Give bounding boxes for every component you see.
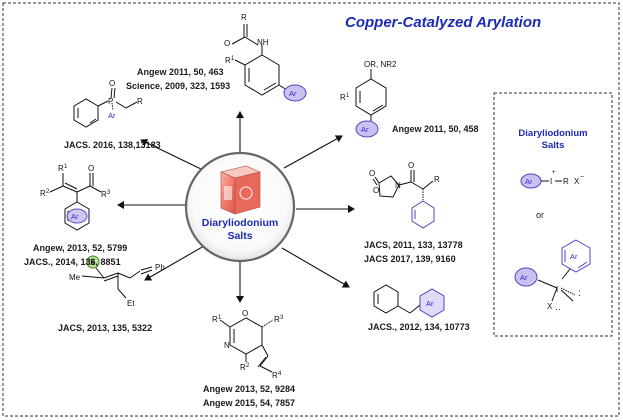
atom-x-lower-left: X bbox=[90, 258, 96, 267]
iodine-panel-2: I bbox=[556, 285, 558, 294]
atom-r-panel: R bbox=[563, 177, 569, 186]
aryl-badge-upper-right bbox=[355, 120, 379, 138]
lone-pair-2: ·· bbox=[555, 304, 561, 314]
ref-lower-left: JACS, 2013, 135, 5322 bbox=[58, 323, 153, 333]
arrows bbox=[117, 111, 355, 303]
side-panel-title-line2: Salts bbox=[541, 140, 565, 151]
ref-mid-right-2: JACS 2017, 139, 9160 bbox=[364, 254, 456, 264]
atom-et-lower-left: Et bbox=[127, 299, 135, 308]
atom-o-upper-left: O bbox=[109, 79, 115, 88]
aryl-badge-top bbox=[283, 84, 307, 102]
atom-p-upper-left: P bbox=[108, 97, 113, 106]
atom-o-mid-right-carbonyl: O bbox=[369, 169, 375, 178]
atom-r1-bottom: R bbox=[212, 315, 218, 324]
aryl-label-panel-2: Ar bbox=[520, 273, 528, 282]
ref-mid-left-1: Angew, 2013, 52, 5799 bbox=[33, 243, 128, 253]
plus-panel-1: + bbox=[552, 170, 556, 176]
arrow-lower-right bbox=[281, 247, 350, 288]
ref-lower-right: JACS., 2012, 134, 10773 bbox=[368, 322, 470, 332]
atom-o-top: O bbox=[224, 39, 230, 48]
arrow-lower-left bbox=[144, 245, 205, 281]
arrow-upper-left bbox=[140, 139, 204, 171]
atom-o-mid-left: O bbox=[88, 164, 94, 173]
atom-r-top: R bbox=[241, 13, 247, 22]
atom-o-bottom: O bbox=[242, 309, 248, 318]
structure-bottom bbox=[219, 317, 274, 373]
atom-r3-sup-mid-left: 3 bbox=[107, 190, 111, 196]
atom-r1-sup-top: 1 bbox=[231, 56, 235, 62]
substituent-or-nr2: OR, NR2 bbox=[364, 60, 397, 69]
structure-lower-left bbox=[81, 266, 153, 299]
aryl-label-mid-left: Ar bbox=[71, 212, 79, 221]
atom-r-mid-right: R bbox=[434, 175, 440, 184]
atom-r2-mid-left: R bbox=[40, 189, 46, 198]
atom-r3-sup-bottom: 3 bbox=[280, 315, 284, 321]
atom-r4-sup-bottom: 4 bbox=[278, 371, 282, 377]
structure-upper-right bbox=[355, 69, 387, 121]
atom-o-mid-right-acyl: O bbox=[408, 161, 414, 170]
atom-r2-bottom: R bbox=[240, 363, 246, 372]
aryl-label-upper-right: Ar bbox=[361, 125, 369, 134]
ref-bottom-1: Angew 2013, 52, 9284 bbox=[203, 384, 296, 394]
ref-upper-right: Angew 2011, 50, 458 bbox=[392, 124, 479, 134]
ref-upper-left: JACS. 2016, 138,13183 bbox=[64, 140, 161, 150]
atom-nh-top: NH bbox=[257, 38, 269, 47]
arrow-upper-right bbox=[283, 135, 343, 169]
ref-mid-left-2: JACS., 2014, 136, 8851 bbox=[24, 257, 121, 267]
aryl-label-top: Ar bbox=[289, 89, 297, 98]
atom-r1-upper-right: R bbox=[340, 93, 346, 102]
atom-x-panel-2: X bbox=[547, 302, 553, 311]
aryl-badge-panel-2 bbox=[514, 267, 538, 287]
side-panel-or: or bbox=[536, 210, 545, 220]
x-badge-lower-left bbox=[86, 255, 100, 269]
atom-r1-sup-bottom: 1 bbox=[218, 315, 222, 321]
aryl-label-upper-left: Ar bbox=[108, 111, 116, 120]
ref-mid-right-1: JACS, 2011, 133, 13778 bbox=[364, 240, 463, 250]
structure-upper-left bbox=[73, 87, 138, 128]
reagent-box-image bbox=[220, 165, 261, 215]
atom-r-upper-left: R bbox=[137, 97, 143, 106]
atom-r1-mid-left: R bbox=[58, 164, 64, 173]
iodine-panel-1: I bbox=[550, 177, 552, 186]
structure-mid-right bbox=[372, 170, 435, 229]
minus-panel: − bbox=[580, 174, 584, 181]
atom-ph-lower-left: Ph bbox=[155, 263, 165, 272]
atom-r4-bottom: R bbox=[272, 371, 278, 380]
atom-r1-sup-mid-left: 1 bbox=[64, 164, 68, 170]
figure-title: Copper-Catalyzed Arylation bbox=[345, 14, 542, 31]
ref-bottom-2: Angew 2015, 54, 7857 bbox=[203, 398, 296, 408]
atom-x-panel: X bbox=[574, 177, 580, 186]
atom-r2-sup-mid-left: 2 bbox=[46, 189, 50, 195]
aryl-ring-lower-right bbox=[419, 288, 445, 318]
ref-top-2: Science, 2009, 323, 1593 bbox=[126, 81, 231, 91]
atom-r3-mid-left: R bbox=[101, 190, 107, 199]
atom-r2-sup-bottom: 2 bbox=[246, 363, 250, 369]
atom-me-lower-left: Me bbox=[69, 273, 81, 282]
aryl-label-panel-3: Ar bbox=[570, 252, 578, 261]
atom-r1-sup-upper-right: 1 bbox=[346, 93, 350, 99]
atom-r1-top: R bbox=[225, 56, 231, 65]
side-panel-title-line1: Diaryliodonium bbox=[518, 128, 588, 139]
ref-top-1: Angew 2011, 50, 463 bbox=[137, 67, 224, 77]
aryl-label-lower-right: Ar bbox=[426, 299, 434, 308]
lone-pair-1: : bbox=[578, 288, 581, 299]
aryl-label-panel-1: Ar bbox=[525, 177, 533, 186]
side-panel-frame bbox=[493, 92, 613, 337]
aryl-badge-mid-left bbox=[66, 208, 88, 224]
hub-label-line2: Salts bbox=[227, 230, 253, 242]
structure-lower-right bbox=[373, 284, 421, 314]
hub-label-line1: Diaryliodonium bbox=[201, 217, 279, 229]
structure-top bbox=[231, 24, 288, 96]
atom-n-mid-right: N bbox=[395, 181, 401, 190]
atom-n-bottom: N bbox=[224, 341, 230, 350]
atom-o-mid-right-ring: O bbox=[373, 186, 379, 195]
atom-r3-bottom: R bbox=[274, 315, 280, 324]
structure-panel-lambda3 bbox=[537, 239, 591, 302]
